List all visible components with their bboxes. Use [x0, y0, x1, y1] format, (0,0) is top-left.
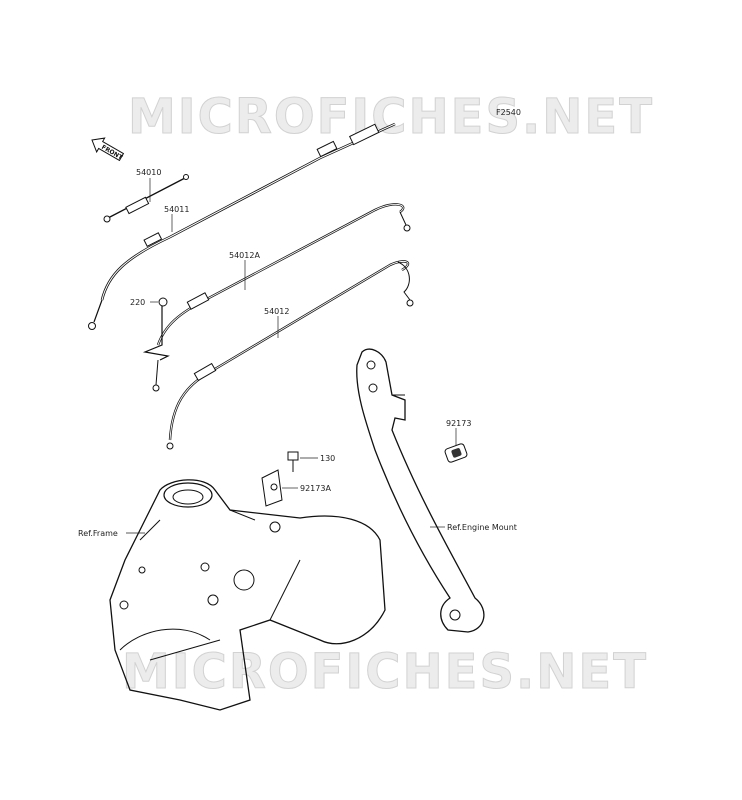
- callout-92173: 92173: [446, 419, 471, 428]
- callout-54012: 54012: [264, 307, 289, 316]
- callout-54011: 54011: [164, 205, 189, 214]
- cable-54010: [103, 174, 189, 223]
- leader-lines: [126, 178, 457, 534]
- watermark-top: MICROFICHES.NET: [128, 89, 654, 145]
- callout-ref-engine-mount: Ref.Engine Mount: [447, 523, 517, 532]
- front-arrow-icon: FRONT: [91, 137, 124, 162]
- frame: [109, 451, 386, 711]
- cable-54011: [88, 122, 396, 330]
- callout-54010: 54010: [136, 168, 161, 177]
- callout-130: 130: [320, 454, 335, 463]
- watermark-bottom: MICROFICHES.NET: [122, 644, 648, 700]
- figure-code: F2540: [496, 108, 521, 117]
- cable-54012: [166, 260, 414, 450]
- callout-54012A: 54012A: [229, 251, 260, 260]
- engine-mount: [356, 348, 485, 633]
- cable-54012A: [142, 203, 411, 392]
- callout-92173A: 92173A: [300, 484, 331, 493]
- callout-ref-frame: Ref.Frame: [78, 529, 118, 538]
- callout-220: 220: [130, 298, 145, 307]
